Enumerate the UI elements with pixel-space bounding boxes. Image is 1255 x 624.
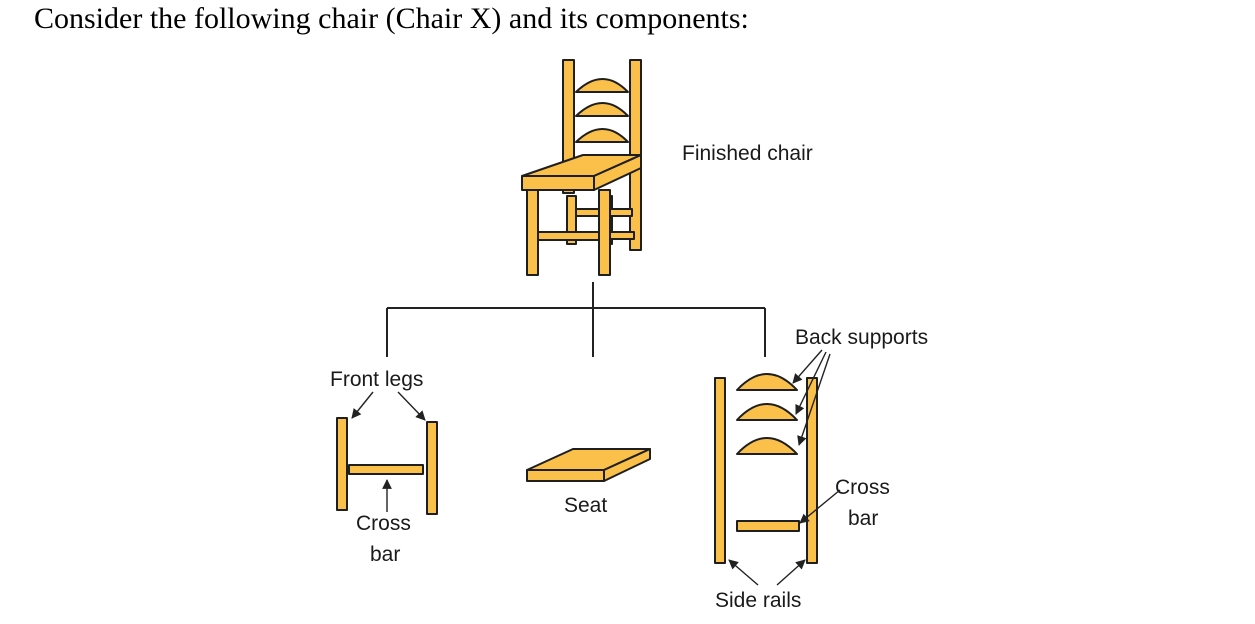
front-legs-arrow-left <box>351 391 374 419</box>
back-support-arrow-1 <box>792 349 823 384</box>
front-legs-arrow-right <box>397 391 426 421</box>
intro-text: Consider the following chair (Chair X) a… <box>34 2 749 35</box>
back-support-arrow-3 <box>797 353 831 446</box>
finished-chair-label: Finished chair <box>682 142 813 165</box>
back-assembly <box>714 373 818 564</box>
back-supports-label: Back supports <box>795 326 928 349</box>
back-cross-label: Cross <box>835 476 890 499</box>
back-support-arrow-2 <box>795 351 827 415</box>
side-rail-arrow-left <box>728 559 759 586</box>
side-rails-label: Side rails <box>715 589 801 612</box>
seat-part <box>526 448 651 482</box>
back-cross-bar-arrow <box>799 489 841 524</box>
side-rail-arrow-right <box>776 559 806 586</box>
seat-label: Seat <box>564 494 607 517</box>
front-legs-label: Front legs <box>330 368 423 391</box>
front-bar-label: bar <box>370 543 400 566</box>
finished-chair-illustration <box>521 59 642 276</box>
back-bar-label: bar <box>848 507 878 530</box>
front-cross-label: Cross <box>356 512 411 535</box>
front-legs-assembly <box>336 417 438 515</box>
tree-connector <box>386 282 766 357</box>
